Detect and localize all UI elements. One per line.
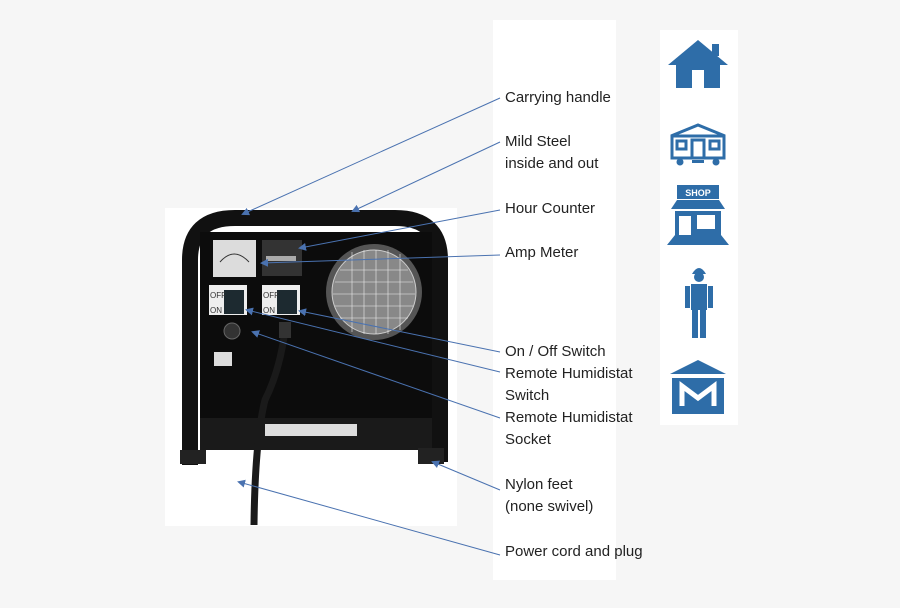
label-amp-meter: Amp Meter [505, 244, 579, 261]
label-nylon-feet-line1: Nylon feet [505, 476, 573, 493]
label-remote-socket-line2: Socket [505, 431, 551, 448]
label-hour-counter: Hour Counter [505, 200, 596, 217]
switch-off-text: OFF [210, 291, 226, 300]
arrow-power-cord [237, 479, 501, 556]
warning-label [214, 352, 232, 366]
label-nylon-feet-line2: (none swivel) [505, 498, 594, 515]
arrow-nylon-feet [431, 460, 501, 491]
label-mild-steel: Mild Steel inside and out [505, 131, 598, 175]
label-on-off-switch: On / Off Switch [505, 343, 606, 360]
label-panel [493, 20, 616, 580]
label-remote-switch-line1: Remote Humidistat [505, 365, 633, 382]
mobile-home-icon [670, 123, 726, 166]
label-remote-switch: Remote Humidistat Switch [505, 363, 633, 407]
label-remote-socket: Remote Humidistat Socket [505, 407, 633, 451]
arrow-remote-socket [251, 330, 501, 419]
label-mild-steel-line2: inside and out [505, 155, 599, 172]
worker-icon [685, 268, 713, 338]
shop-icon: SHOP [667, 185, 729, 245]
label-nylon-feet: Nylon feet (none swivel) [505, 474, 593, 518]
arrow-on-off-switch [298, 308, 501, 353]
arrow-mild-steel [351, 141, 501, 213]
label-mild-steel-line1: Mild Steel [505, 133, 571, 150]
power-cord [250, 329, 289, 526]
arrow-hour-counter [298, 209, 501, 251]
label-power-cord: Power cord and plug [505, 543, 643, 560]
label-remote-socket-line1: Remote Humidistat [505, 409, 633, 426]
nylon-foot-right [418, 448, 444, 464]
handle-frame [182, 210, 448, 465]
label-carrying-handle: Carrying handle [505, 89, 611, 106]
museum-icon [670, 360, 726, 414]
amp-meter [213, 240, 256, 277]
house-icon [668, 40, 728, 88]
switch-on-text: ON [210, 306, 222, 315]
nylon-foot-left [180, 450, 206, 464]
arrow-amp-meter [260, 254, 501, 267]
rating-label [265, 424, 357, 436]
arrow-remote-switch [245, 307, 501, 373]
remote-humidistat-socket [223, 322, 241, 340]
power-on-text: ON [263, 306, 275, 315]
power-off-text: OFF [263, 291, 279, 300]
arrow-carrying-handle [241, 97, 501, 216]
shop-sign-text: SHOP [685, 188, 711, 198]
label-remote-switch-line2: Switch [505, 387, 550, 404]
